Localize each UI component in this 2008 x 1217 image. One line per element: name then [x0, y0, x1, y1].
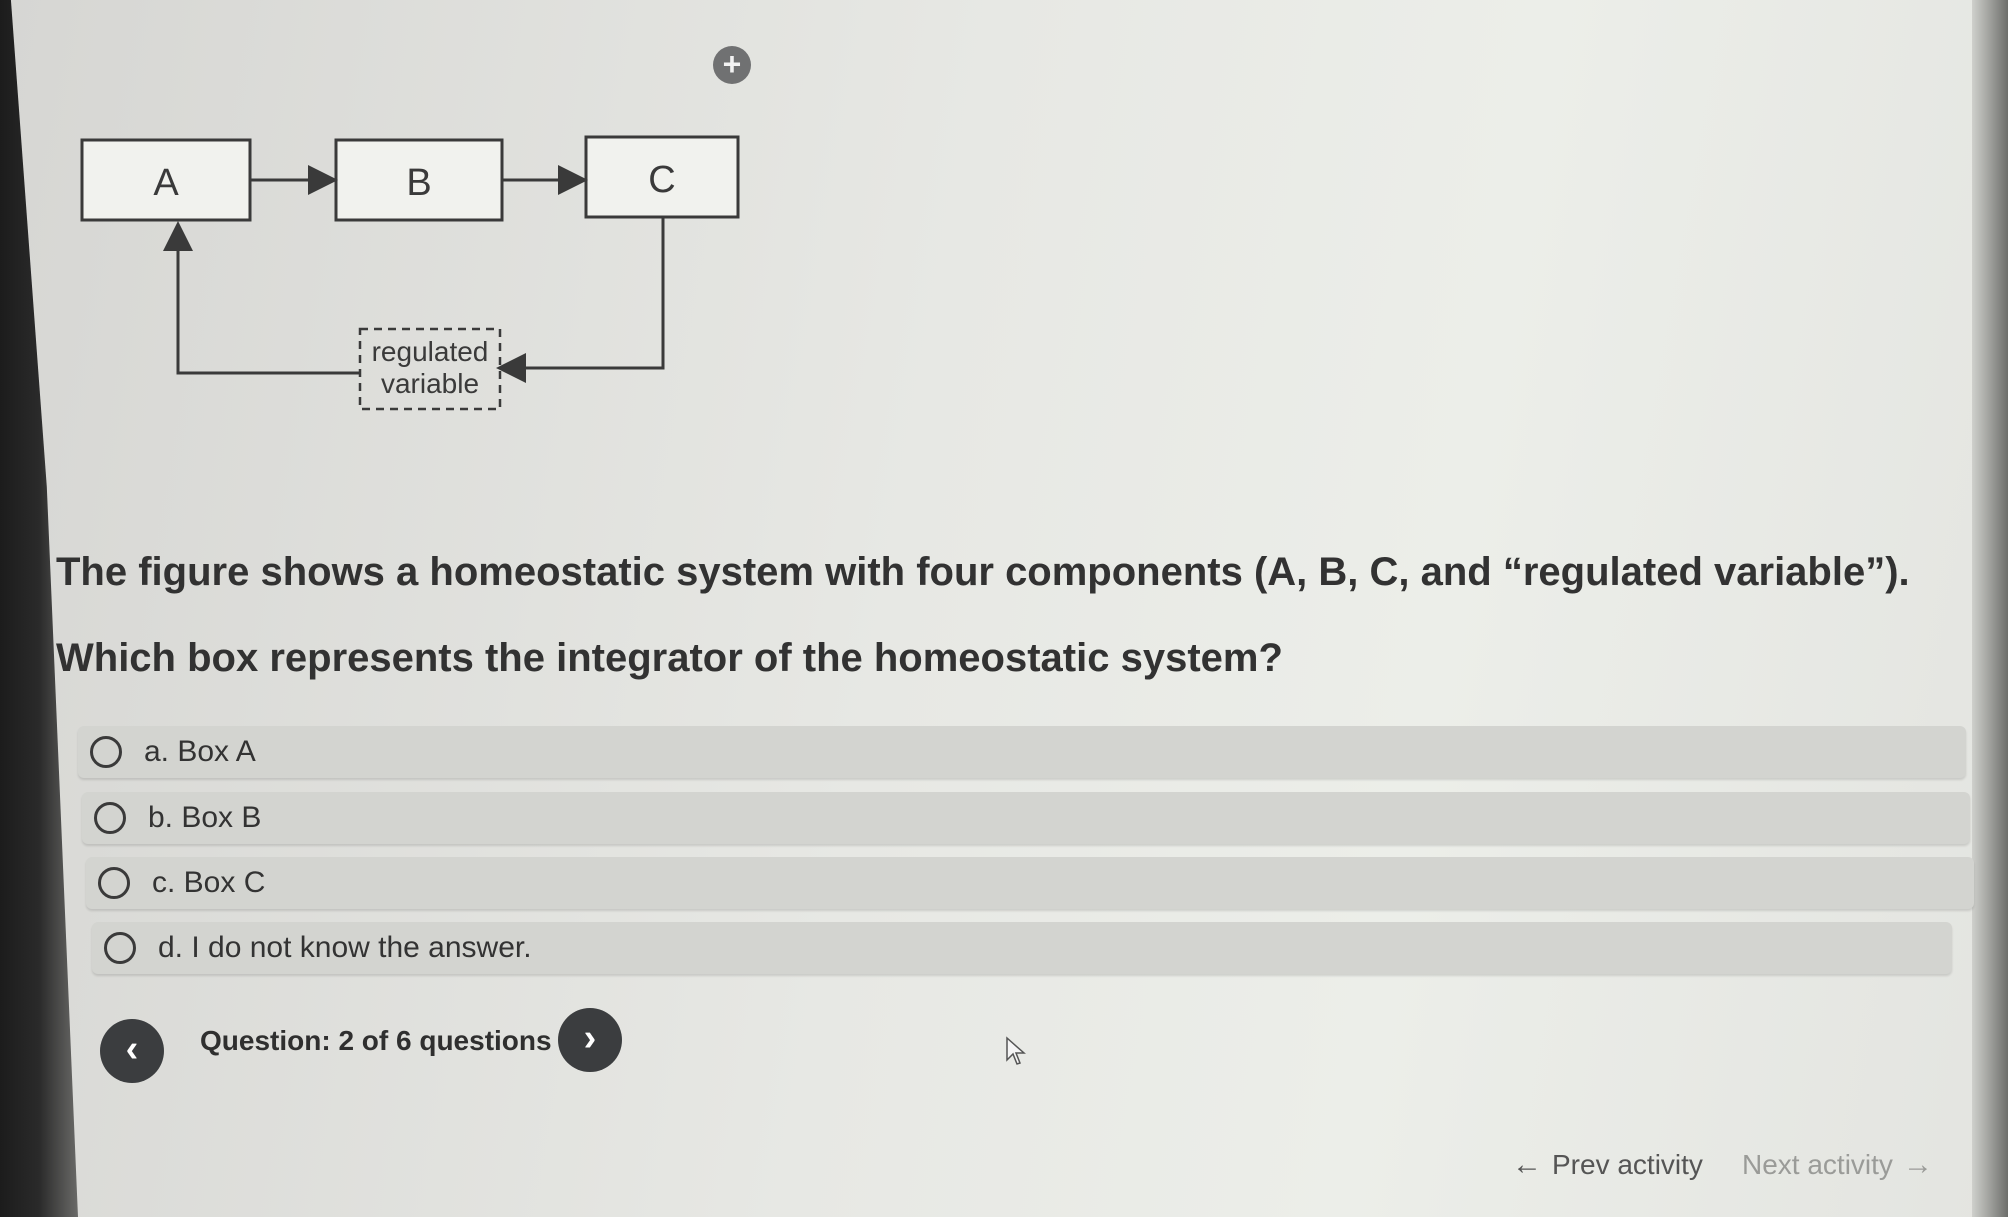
- next-activity-link[interactable]: Next activity →: [1742, 1148, 1933, 1182]
- chevron-right-icon: ›: [583, 1017, 597, 1059]
- box-b: B: [334, 138, 504, 222]
- regulated-variable-label-line1: regulated: [372, 336, 489, 367]
- answer-option-d[interactable]: d. I do not know the answer.: [92, 922, 1952, 974]
- chevron-left-icon: ‹: [125, 1028, 139, 1070]
- arrow-right-icon: →: [1902, 1148, 1933, 1181]
- next-activity-label: Next activity: [1742, 1149, 1893, 1180]
- arrow-c-to-variable: [496, 217, 665, 383]
- radio-button-c[interactable]: [98, 867, 130, 899]
- box-c: C: [584, 135, 740, 219]
- next-question-button[interactable]: ›: [558, 1008, 622, 1072]
- radio-button-a[interactable]: [90, 736, 122, 768]
- box-c-label: C: [648, 159, 675, 201]
- answer-option-b-label: b. Box B: [148, 801, 262, 834]
- answer-option-b[interactable]: b. Box B: [82, 792, 1970, 844]
- box-a-label: A: [153, 162, 179, 204]
- mouse-pointer-icon: [1006, 1036, 1026, 1065]
- answer-option-d-label: d. I do not know the answer.: [158, 931, 532, 964]
- question-intro: The figure shows a homeostatic system wi…: [56, 550, 1910, 594]
- screen-bezel-right: [1972, 0, 2008, 1217]
- prev-activity-label: Prev activity: [1552, 1149, 1703, 1180]
- answer-option-c[interactable]: c. Box C: [86, 857, 1974, 909]
- arrow-variable-to-a: [163, 221, 360, 375]
- radio-button-d[interactable]: [104, 932, 136, 964]
- box-a: A: [80, 138, 252, 222]
- question-counter: Question: 2 of 6 questions: [200, 1025, 552, 1056]
- box-b-label: B: [406, 162, 431, 204]
- arrow-left-icon: ←: [1512, 1148, 1542, 1181]
- prev-activity-link[interactable]: ← Prev activity: [1512, 1148, 1703, 1182]
- regulated-variable-label-line2: variable: [381, 368, 479, 399]
- regulated-variable-box: regulated variable: [358, 327, 502, 411]
- answer-option-c-label: c. Box C: [152, 866, 266, 899]
- answer-option-a[interactable]: a. Box A: [78, 726, 1966, 778]
- homeostasis-diagram: A B C regulated variable: [80, 135, 740, 411]
- answer-option-a-label: a. Box A: [144, 735, 256, 768]
- add-icon[interactable]: +: [713, 46, 751, 84]
- question-prompt: Which box represents the integrator of t…: [56, 636, 1283, 680]
- screen-bezel-left: [0, 0, 78, 1217]
- previous-question-button[interactable]: ‹: [100, 1019, 164, 1083]
- radio-button-b[interactable]: [94, 802, 126, 834]
